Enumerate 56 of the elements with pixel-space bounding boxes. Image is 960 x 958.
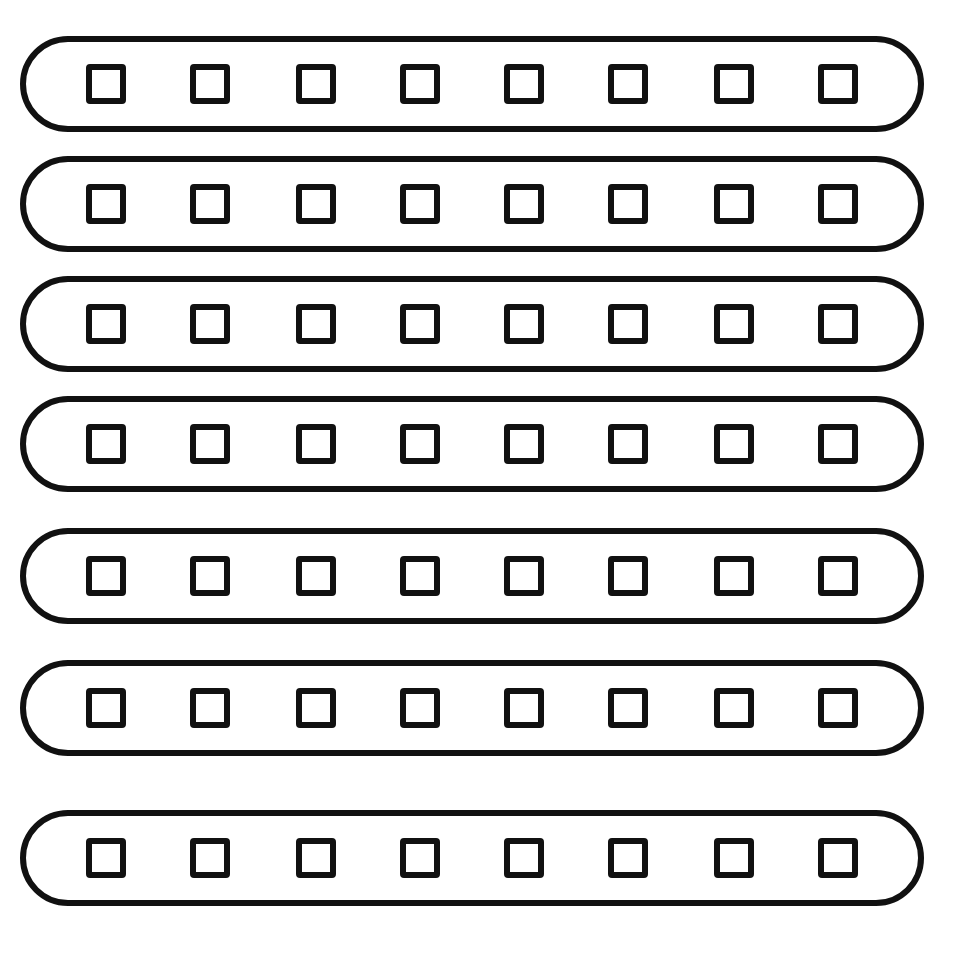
empty-square [608,838,649,878]
empty-square [817,688,858,728]
empty-square [86,304,127,344]
empty-square [86,424,127,464]
empty-square [608,688,649,728]
empty-square [713,304,754,344]
empty-square [713,556,754,596]
empty-square [817,184,858,224]
empty-square [86,184,127,224]
empty-square [504,556,545,596]
empty-square [399,556,440,596]
empty-square [504,184,545,224]
empty-square [713,424,754,464]
empty-square [817,304,858,344]
empty-square [713,838,754,878]
empty-square [608,184,649,224]
empty-square [190,688,231,728]
empty-square [295,838,336,878]
empty-square [86,688,127,728]
empty-square [399,184,440,224]
empty-square [295,64,336,104]
empty-square [608,556,649,596]
empty-square [817,64,858,104]
empty-square [190,838,231,878]
empty-square [504,64,545,104]
empty-square [399,64,440,104]
empty-square [295,424,336,464]
empty-square [504,304,545,344]
empty-square [190,64,231,104]
empty-square [399,304,440,344]
empty-square [190,304,231,344]
empty-square [86,556,127,596]
empty-square [608,64,649,104]
empty-square [190,556,231,596]
empty-square [190,184,231,224]
empty-square [504,688,545,728]
empty-square [713,184,754,224]
empty-square [713,688,754,728]
empty-square [399,688,440,728]
empty-square [399,838,440,878]
empty-square [713,64,754,104]
empty-square [399,424,440,464]
empty-square [817,424,858,464]
empty-square [86,838,127,878]
empty-square [295,184,336,224]
empty-square [295,688,336,728]
empty-square [608,304,649,344]
empty-square [504,838,545,878]
empty-square [817,838,858,878]
empty-square [504,424,545,464]
empty-square [608,424,649,464]
empty-square [817,556,858,596]
empty-square [295,556,336,596]
empty-square [295,304,336,344]
empty-square [190,424,231,464]
empty-square [86,64,127,104]
